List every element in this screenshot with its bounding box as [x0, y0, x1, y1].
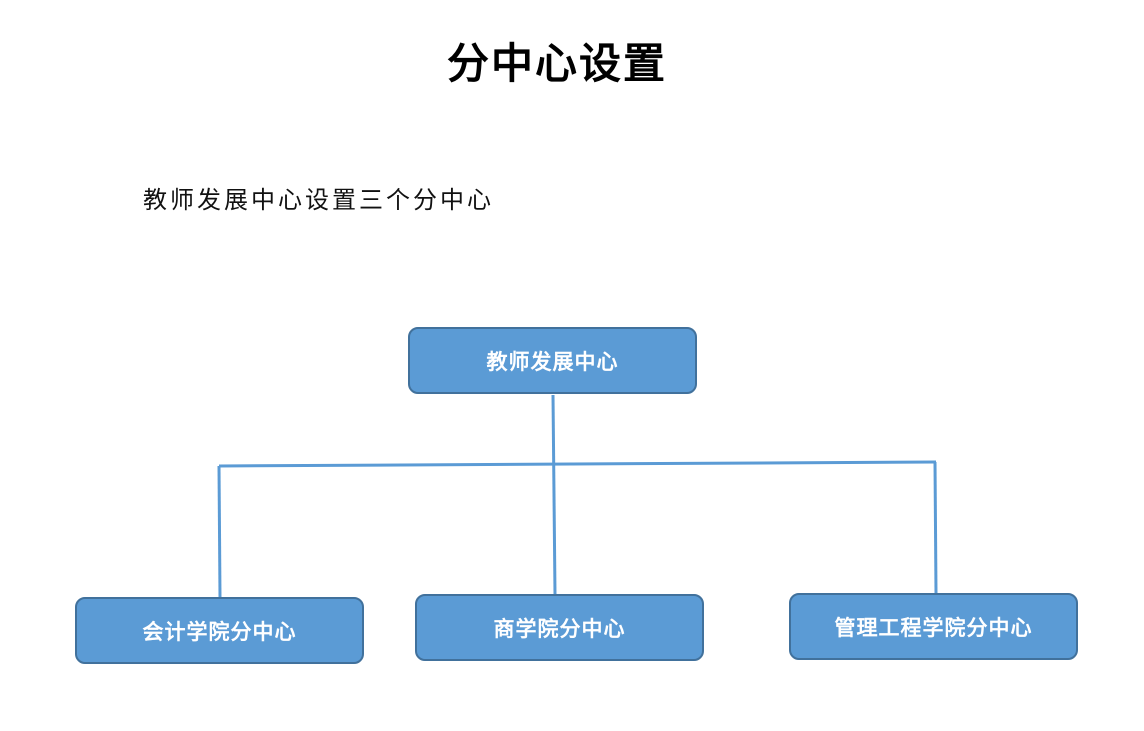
- node-accounting-subcenter: 会计学院分中心: [75, 597, 364, 664]
- connector-right-down: [933, 461, 938, 594]
- node-label: 管理工程学院分中心: [834, 615, 1033, 640]
- connector-left-down: [217, 465, 222, 598]
- page-title: 分中心设置: [446, 39, 667, 88]
- connector-horizontal: [218, 460, 937, 468]
- node-label: 教师发展中心: [486, 349, 619, 374]
- node-label: 商学院分中心: [493, 616, 626, 641]
- node-business-subcenter: 商学院分中心: [415, 594, 704, 661]
- node-teacher-development-center: 教师发展中心: [408, 327, 697, 394]
- node-label: 会计学院分中心: [142, 619, 297, 644]
- node-management-engineering-subcenter: 管理工程学院分中心: [789, 593, 1078, 660]
- connector-root-down: [551, 394, 557, 595]
- intro-text: 教师发展中心设置三个分中心: [143, 186, 494, 214]
